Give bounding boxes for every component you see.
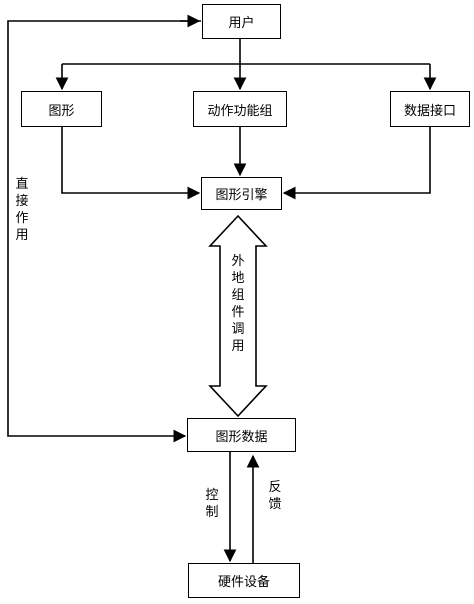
node-graphics-data: 图形数据	[187, 418, 296, 452]
node-graphics: 图形	[21, 91, 102, 127]
node-data-interface: 数据接口	[390, 91, 470, 127]
external-call-double-arrow	[208, 214, 268, 418]
node-hardware: 硬件设备	[188, 563, 300, 598]
graphics-to-engine-line	[61, 127, 201, 200]
label-external-component-call: 外地组件调用	[231, 253, 245, 355]
node-graphics-engine: 图形引擎	[201, 177, 282, 210]
interface-to-engine-line	[282, 127, 431, 200]
direct-action-loop-line	[7, 20, 201, 443]
node-action-group: 动作功能组	[193, 91, 287, 127]
node-user: 用户	[202, 4, 281, 39]
label-feedback: 反馈	[268, 480, 282, 512]
label-direct-action: 直接作用	[15, 177, 29, 243]
label-control: 控制	[205, 488, 219, 520]
